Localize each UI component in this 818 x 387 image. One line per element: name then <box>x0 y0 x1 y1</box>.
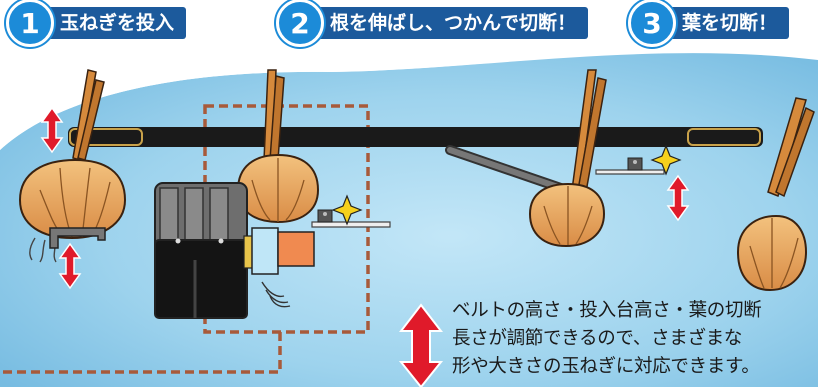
step-number-badge: 2 <box>276 0 324 47</box>
blade-icon <box>595 157 665 175</box>
spark-icon <box>331 194 363 226</box>
conveyor-belt <box>68 127 763 147</box>
step-label: 玉ねぎを投入 <box>44 7 187 39</box>
belt-end-left <box>69 128 143 146</box>
blade-icon <box>311 209 391 228</box>
loading-tray <box>49 227 106 249</box>
onion-icon <box>736 97 815 292</box>
description-text: ベルトの高さ・投入台高さ・葉の切断 長さが調節できるので、さまざまな 形や大きさ… <box>452 297 818 381</box>
onion-icon <box>236 69 320 224</box>
belt-end-right <box>687 128 761 146</box>
description-line: 形や大きさの玉ねぎに対応できます。 <box>452 356 760 377</box>
step-3: 3 葉を切断！ <box>628 0 790 47</box>
step-number-badge: 3 <box>628 0 676 47</box>
step-1: 1 玉ねぎを投入 <box>6 0 187 47</box>
onion-icon <box>528 69 607 248</box>
up-down-arrow-icon <box>58 242 82 290</box>
root-curls <box>261 281 291 308</box>
gripper-icon <box>154 182 315 319</box>
up-down-arrow-icon <box>666 174 690 222</box>
onion-icon <box>18 69 127 263</box>
step-label: 葉を切断！ <box>666 7 790 39</box>
step-label: 根を伸ばし、つかんで切断！ <box>314 7 589 39</box>
description-line: 長さが調節できるので、さまざまな <box>452 328 743 349</box>
up-down-arrow-icon <box>40 106 64 154</box>
description-line: ベルトの高さ・投入台高さ・葉の切断 <box>452 300 762 321</box>
spark-icon <box>650 144 682 176</box>
dashed-connector <box>0 332 282 374</box>
up-down-arrow-icon <box>398 303 444 387</box>
background-top-wash <box>0 0 818 150</box>
step-number-badge: 1 <box>6 0 54 47</box>
step-2: 2 根を伸ばし、つかんで切断！ <box>276 0 589 47</box>
